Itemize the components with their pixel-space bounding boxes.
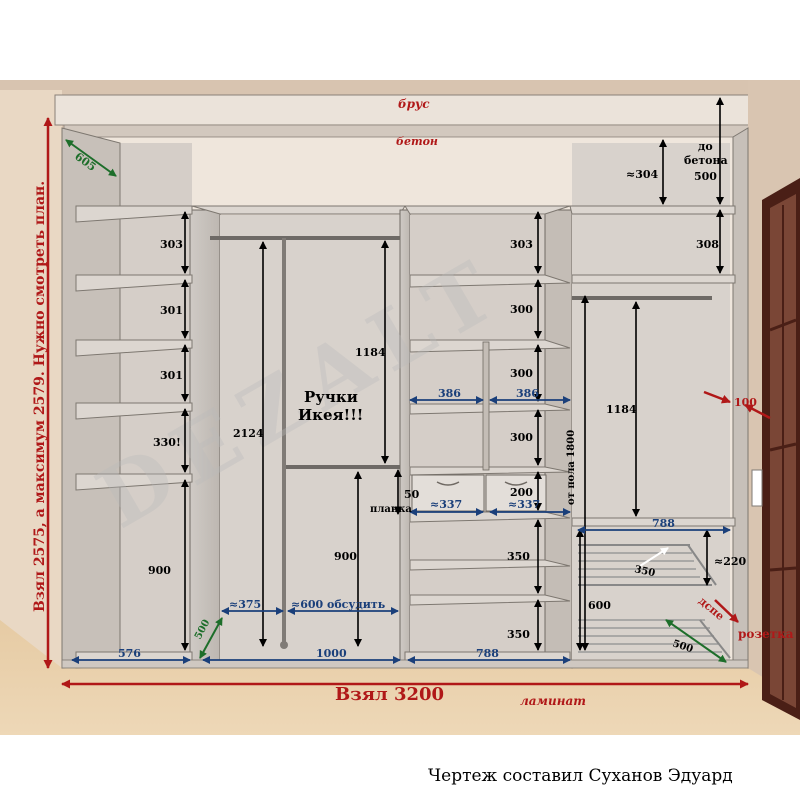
- dim-left-330: 330!: [153, 436, 181, 449]
- cabinet: [61, 127, 749, 669]
- dim-right-788: 788: [652, 517, 675, 530]
- pull-out-rack: [578, 544, 717, 586]
- dim-right-308: 308: [696, 238, 719, 251]
- dim-cm-303: 303: [510, 238, 533, 251]
- dim-w-600: ≈600 обсудить: [291, 598, 386, 611]
- to-concrete-line3: 500: [694, 170, 717, 183]
- label-plank-50: 50: [404, 488, 420, 501]
- dim-mid-1000: 1000: [316, 647, 347, 660]
- dim-cm-300c: 300: [510, 431, 533, 444]
- dim-right-1184: 1184: [606, 403, 637, 416]
- dim-cm-350a: 350: [507, 550, 530, 563]
- dim-cm-788: 788: [476, 647, 499, 660]
- dim-w-386b: 386: [516, 387, 539, 400]
- dim-1184-mid: 1184: [355, 346, 386, 359]
- bottom-white: [0, 735, 800, 800]
- plinth: [61, 659, 749, 669]
- dim-left-301b: 301: [160, 369, 183, 382]
- dim-lower-900: 900: [334, 550, 357, 563]
- shelf-section-back: [410, 215, 545, 660]
- dim-right-600: 600: [588, 599, 611, 612]
- label-total-width: Взял 3200: [335, 684, 444, 705]
- red-dimension-lines: [43, 117, 771, 689]
- label-laminat: ламинат: [520, 694, 586, 708]
- handles-line2: Икея!!!: [298, 406, 363, 424]
- right-shelf-3: [571, 517, 736, 527]
- label-approx-304: ≈304: [626, 168, 659, 181]
- left-section-back: [120, 143, 192, 660]
- dim-right-350: 350: [633, 564, 656, 579]
- dim-left-301a: 301: [160, 304, 183, 317]
- to-concrete-line1: до: [698, 140, 713, 153]
- drawer-left: [411, 474, 485, 512]
- dim-cm-300a: 300: [510, 303, 533, 316]
- label-socket: розетка: [738, 627, 794, 641]
- blue-dimension-lines: [71, 396, 731, 664]
- dim-cm-350b: 350: [507, 628, 530, 641]
- to-concrete-line2: бетона: [684, 154, 728, 167]
- label-height-note: Взял 2575, а максимум 2579. Нужно смотре…: [32, 181, 48, 612]
- label-brus: брус: [398, 97, 430, 111]
- left-shelves: [75, 205, 193, 669]
- room-door: [762, 178, 800, 720]
- dim-right-220: ≈220: [714, 555, 747, 568]
- light-switch: [751, 469, 763, 507]
- label-from-floor: от пола 1800: [566, 430, 577, 505]
- dim-w-337b: ≈337: [508, 498, 540, 511]
- mini-divider: [482, 341, 490, 471]
- left-wall: [0, 90, 62, 690]
- right-shelf-2: [571, 274, 736, 284]
- dim-left-900: 900: [148, 564, 171, 577]
- dim-2124: 2124: [233, 427, 264, 440]
- divider-1: [189, 209, 221, 663]
- label-to-concrete: до бетона 500: [684, 140, 728, 183]
- dim-left-576: 576: [118, 647, 141, 660]
- top-shelf-hanging: [191, 205, 406, 215]
- hanging-section-back: [220, 215, 405, 660]
- green-depth-lines: [65, 139, 727, 663]
- label-offset-100: 100: [734, 396, 757, 409]
- dim-w-386a: 386: [438, 387, 461, 400]
- label-plank: планка: [370, 504, 412, 515]
- dimension-lines: [181, 97, 724, 651]
- dim-left-303: 303: [160, 238, 183, 251]
- dim-cm-300b: 300: [510, 367, 533, 380]
- caption: Чертеж составил Суханов Эдуард: [428, 766, 733, 786]
- dim-cm-200: 200: [510, 486, 533, 499]
- label-beton: бетон: [396, 135, 438, 148]
- handles-line1: Ручки: [304, 388, 358, 406]
- dim-w-337a: ≈337: [430, 498, 462, 511]
- dim-w-375: ≈375: [229, 598, 261, 611]
- right-top-shelf: [569, 205, 736, 215]
